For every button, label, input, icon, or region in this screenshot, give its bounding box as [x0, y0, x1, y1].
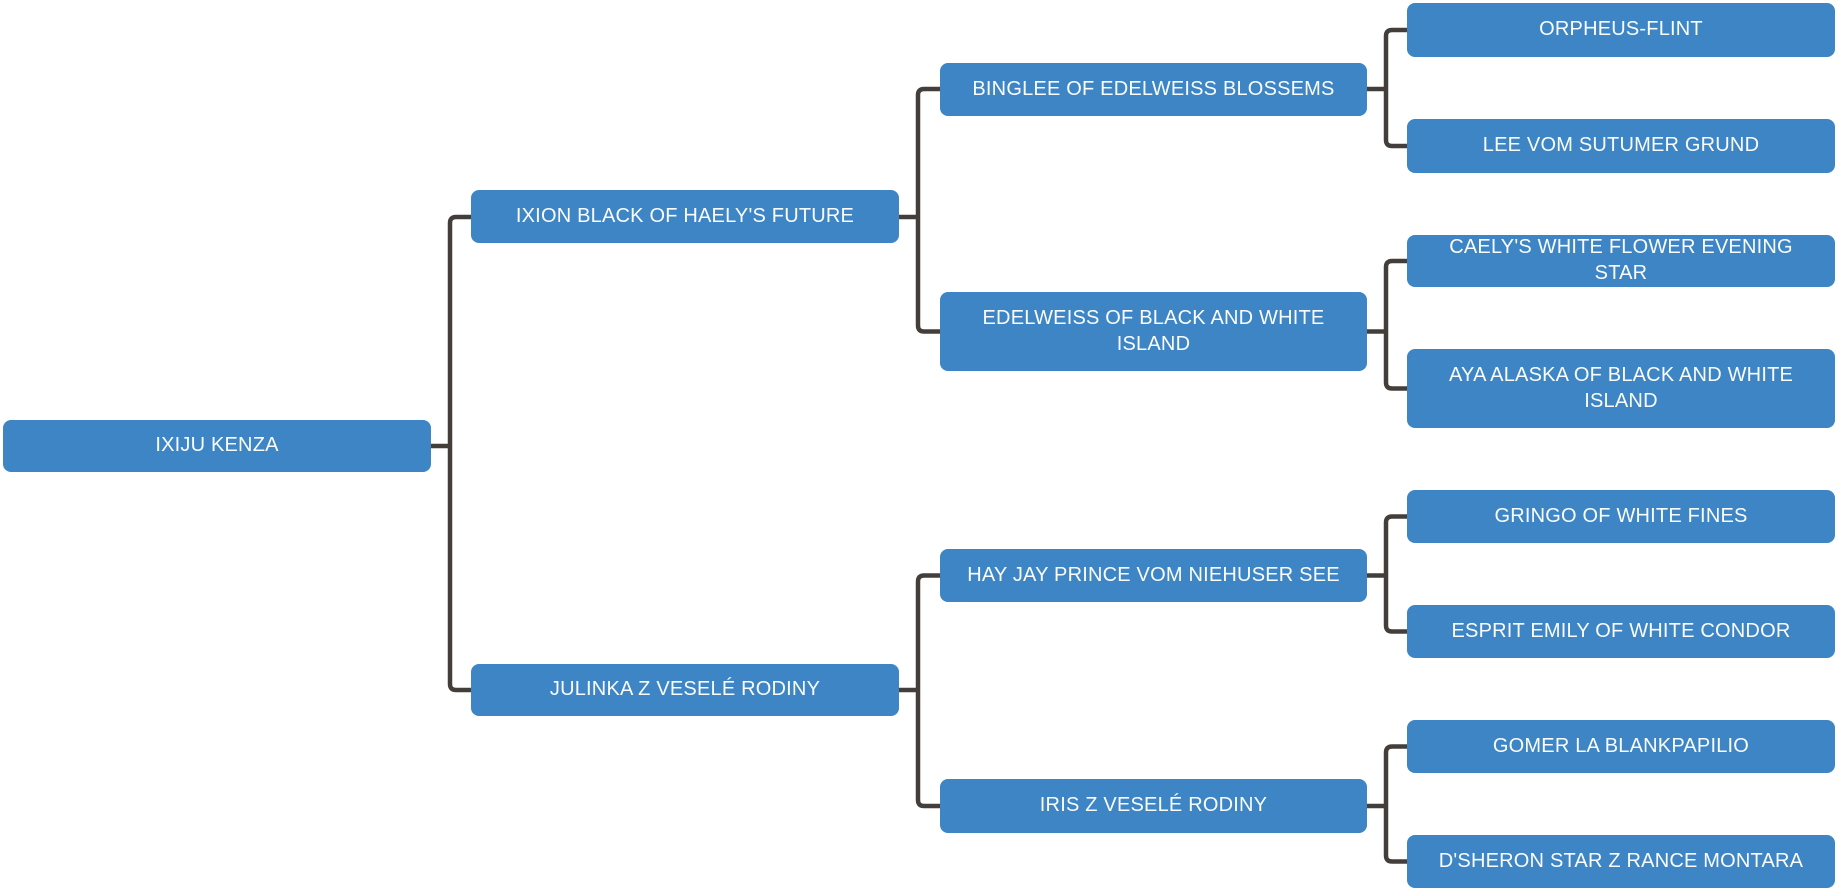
connector-julinka-to-gen3: [899, 573, 940, 809]
node-orpheus-flint[interactable]: ORPHEUS-FLINT: [1407, 3, 1835, 57]
node-hay-jay-prince-vom-niehuser-see[interactable]: HAY JAY PRINCE VOM NIEHUSER SEE: [940, 549, 1367, 602]
node-edelweiss-of-black-and-white-island[interactable]: EDELWEISS OF BLACK AND WHITE ISLAND: [940, 292, 1367, 371]
connector-hayjay-to-gen4: [1367, 514, 1407, 634]
node-binglee-of-edelweiss-blossems[interactable]: BINGLEE OF EDELWEISS BLOSSEMS: [940, 63, 1367, 116]
node-iris-z-vesele-rodiny[interactable]: IRIS Z VESELÉ RODINY: [940, 779, 1367, 833]
node-julinka-z-vesele-rodiny[interactable]: JULINKA Z VESELÉ RODINY: [471, 664, 899, 716]
connector-ixion-to-gen3: [899, 86, 940, 334]
node-ixiju-kenza[interactable]: IXIJU KENZA: [3, 420, 431, 472]
connector-edelweiss-to-gen4: [1367, 258, 1407, 391]
node-caelys-white-flower-evening-star[interactable]: CAELY'S WHITE FLOWER EVENING STAR: [1407, 235, 1835, 287]
node-lee-vom-sutumer-grund[interactable]: LEE VOM SUTUMER GRUND: [1407, 119, 1835, 173]
node-aya-alaska-of-black-and-white-island[interactable]: AYA ALASKA OF BLACK AND WHITE ISLAND: [1407, 349, 1835, 428]
connector-iris-to-gen4: [1367, 744, 1407, 864]
node-gomer-la-blankpapilio[interactable]: GOMER LA BLANKPAPILIO: [1407, 720, 1835, 773]
node-esprit-emily-of-white-condor[interactable]: ESPRIT EMILY OF WHITE CONDOR: [1407, 605, 1835, 658]
node-ixion-black-of-haelys-future[interactable]: IXION BLACK OF HAELY'S FUTURE: [471, 190, 899, 243]
connector-root-to-gen2: [431, 214, 471, 693]
connector-binglee-to-gen4: [1367, 27, 1407, 149]
node-dsheron-star-z-rance-montara[interactable]: D'SHERON STAR Z RANCE MONTARA: [1407, 835, 1835, 888]
node-gringo-of-white-fines[interactable]: GRINGO OF WHITE FINES: [1407, 490, 1835, 543]
